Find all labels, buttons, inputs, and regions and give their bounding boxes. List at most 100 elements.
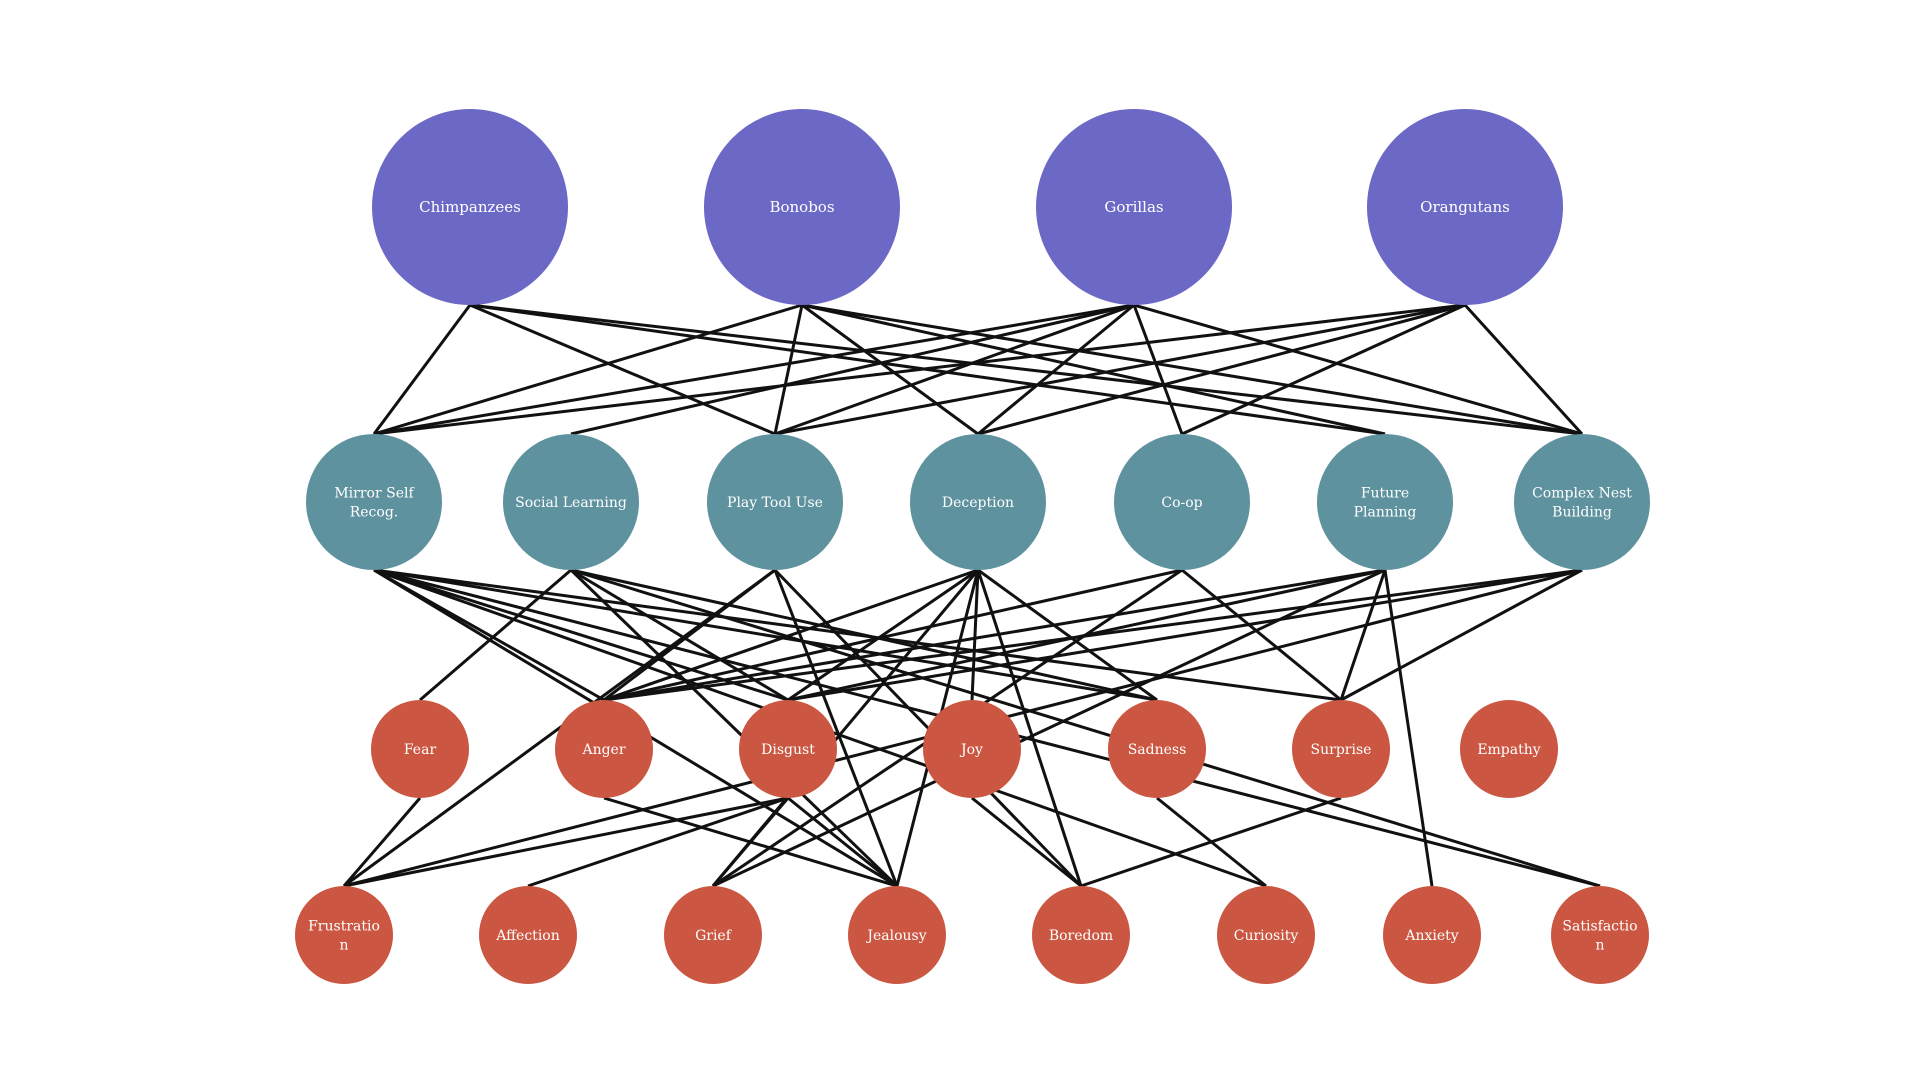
node-label-anxiety: Anxiety	[1404, 928, 1458, 944]
edge-coop-surprise	[1181, 568, 1342, 702]
node-label-disgust: Disgust	[761, 742, 815, 758]
node-jealousy: Jealousy	[848, 886, 946, 984]
edge-mirror-sadness	[373, 568, 1158, 702]
node-circle-nest	[1514, 434, 1650, 570]
node-circle-frustration	[295, 886, 393, 984]
node-label-orangutans: Orangutans	[1420, 198, 1510, 216]
edge-disgust-jealousy	[787, 796, 898, 888]
node-circle-deception	[910, 434, 1046, 570]
edge-nest-disgust	[787, 568, 1583, 702]
node-circle-tool	[707, 434, 843, 570]
edge-deception-anger	[603, 568, 979, 702]
node-label-deception: Deception	[942, 495, 1014, 511]
edge-disgust-affection	[527, 796, 789, 888]
node-boredom: Boredom	[1032, 886, 1130, 984]
node-label-social: Social Learning	[515, 495, 627, 511]
node-label-coop: Co-op	[1161, 495, 1202, 511]
node-anger: Anger	[555, 700, 653, 798]
node-circle-joy	[923, 700, 1021, 798]
edge-joy-boredom	[971, 796, 1082, 888]
node-circle-future	[1317, 434, 1453, 570]
node-label-bonobos: Bonobos	[769, 198, 834, 216]
edge-social-sadness	[570, 568, 1158, 702]
node-label-joy: Joy	[959, 742, 983, 758]
node-gorillas: Gorillas	[1036, 109, 1232, 305]
node-circle-disgust	[739, 700, 837, 798]
node-circle-grief	[664, 886, 762, 984]
node-circle-social	[503, 434, 639, 570]
node-grief: Grief	[664, 886, 762, 984]
node-curiosity: Curiosity	[1217, 886, 1315, 984]
edge-gorillas-nest	[1133, 303, 1583, 436]
node-empathy: Empathy	[1460, 700, 1558, 798]
edge-orangutans-mirror	[373, 303, 1466, 436]
node-circle-gorillas	[1036, 109, 1232, 305]
edge-anger-jealousy	[603, 796, 898, 888]
node-label-surprise: Surprise	[1311, 742, 1372, 758]
node-circle-boredom	[1032, 886, 1130, 984]
nodes-layer: Chimpanzees Bonobos Gorillas OrangutansMirr…	[295, 109, 1650, 984]
node-chimpanzees: Chimpanzees	[372, 109, 568, 305]
node-label-anger: Anger	[581, 742, 625, 758]
node-label-empathy: Empathy	[1477, 742, 1540, 758]
edge-social-jealousy	[569, 568, 899, 888]
node-disgust: Disgust	[739, 700, 837, 798]
edge-gorillas-mirror	[373, 303, 1135, 436]
node-social: Social Learning	[503, 434, 639, 570]
edge-gorillas-coop	[1132, 304, 1184, 435]
node-surprise: Surprise	[1292, 700, 1390, 798]
node-bonobos: Bonobos	[704, 109, 900, 305]
edge-deception-boredom	[976, 569, 1083, 887]
edge-chimpanzees-tool	[469, 303, 776, 436]
edge-tool-jealousy	[773, 569, 899, 887]
edge-chimpanzees-mirror	[372, 304, 472, 435]
edge-chimpanzees-nest	[469, 303, 1583, 436]
edge-orangutans-coop	[1181, 303, 1466, 436]
node-sadness: Sadness	[1108, 700, 1206, 798]
edge-disgust-frustration	[343, 796, 789, 888]
node-affection: Affection	[479, 886, 577, 984]
edge-orangutans-deception	[977, 303, 1466, 436]
edge-deception-joy	[970, 569, 980, 701]
node-circle-mirror	[306, 434, 442, 570]
edge-gorillas-deception	[977, 303, 1135, 436]
edge-mirror-disgust	[373, 568, 789, 702]
node-circle-orangutans	[1367, 109, 1563, 305]
edge-gorillas-social	[570, 303, 1135, 436]
node-orangutans: Orangutans	[1367, 109, 1563, 305]
node-circle-fear	[371, 700, 469, 798]
edge-social-fear	[419, 568, 572, 702]
edge-gorillas-tool	[774, 303, 1135, 436]
edge-surprise-boredom	[1080, 796, 1342, 888]
node-label-affection: Affection	[495, 928, 560, 944]
node-label-chimpanzees: Chimpanzees	[419, 198, 521, 216]
node-label-sadness: Sadness	[1128, 742, 1187, 758]
node-circle-affection	[479, 886, 577, 984]
edge-bonobos-nest	[801, 303, 1583, 436]
edge-social-disgust	[570, 568, 789, 702]
edge-future-anxiety	[1383, 569, 1434, 887]
node-label-curiosity: Curiosity	[1234, 928, 1299, 944]
node-circle-satisfaction	[1551, 886, 1649, 984]
node-label-jealousy: Jealousy	[865, 928, 926, 944]
node-circle-empathy	[1460, 700, 1558, 798]
edge-coop-anger	[603, 568, 1183, 702]
node-circle-curiosity	[1217, 886, 1315, 984]
node-label-grief: Grief	[695, 928, 733, 944]
node-circle-chimpanzees	[372, 109, 568, 305]
edge-orangutans-tool	[774, 303, 1466, 436]
edge-nest-anger	[603, 568, 1583, 702]
node-circle-coop	[1114, 434, 1250, 570]
edge-future-surprise	[1339, 569, 1387, 701]
edge-future-anger	[603, 568, 1386, 702]
